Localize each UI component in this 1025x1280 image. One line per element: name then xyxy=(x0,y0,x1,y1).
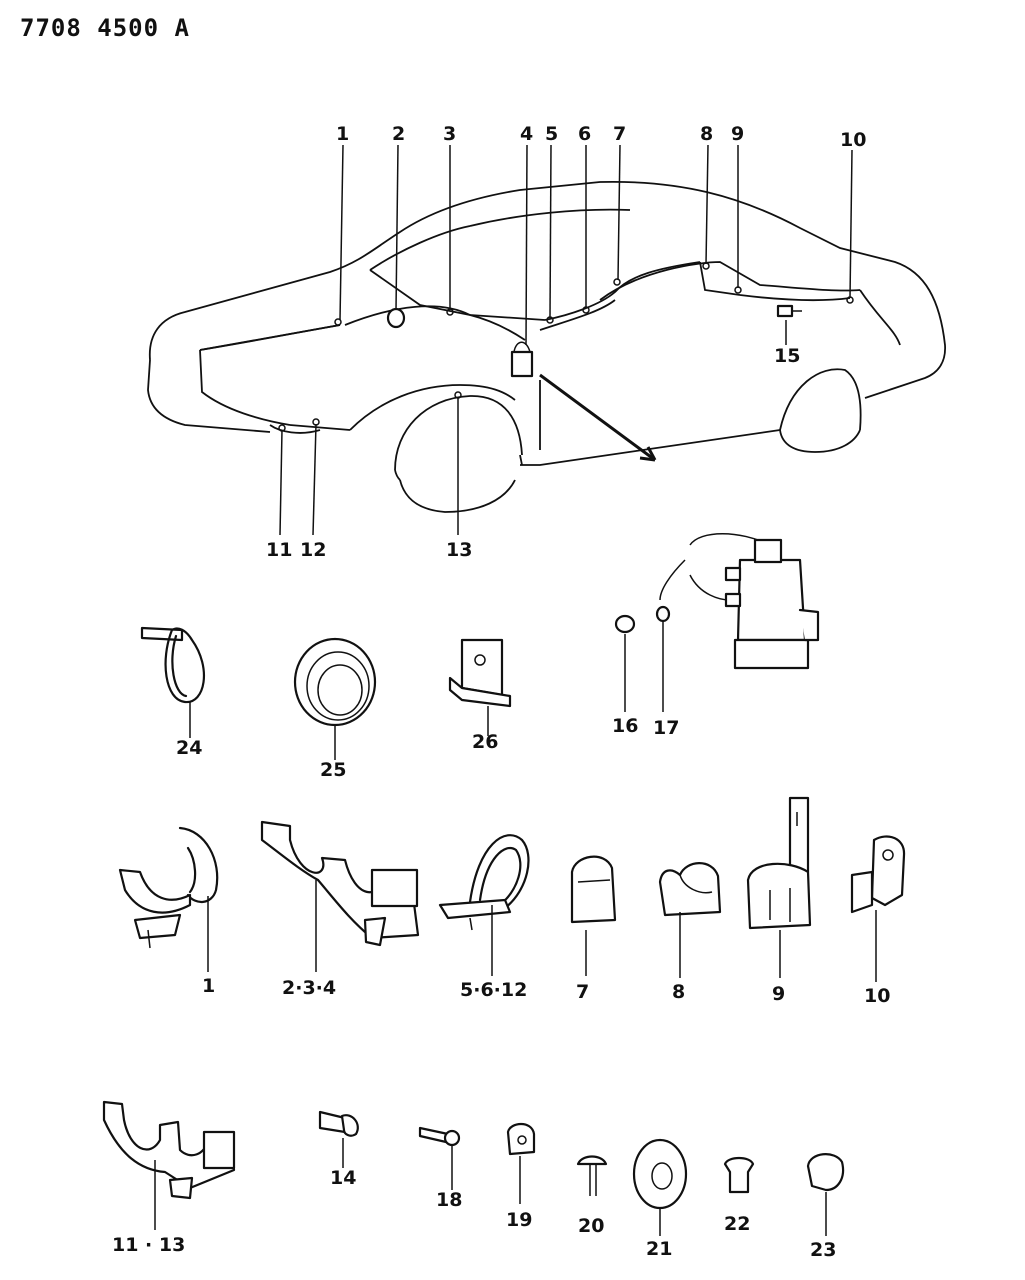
part-label-8: 8 xyxy=(672,981,685,1003)
part-label-25: 25 xyxy=(320,759,346,781)
part-label-20: 20 xyxy=(578,1215,604,1237)
part-21: 21 xyxy=(632,1138,688,1260)
part-label-5-6-12: 5·6·12 xyxy=(460,979,527,1001)
part-label-22: 22 xyxy=(724,1213,750,1235)
vehicle-outline xyxy=(147,180,946,513)
vehicle-callout-labels: 1 2 3 4 5 6 7 8 9 10 11 12 13 15 xyxy=(266,123,866,561)
part-label-26: 26 xyxy=(472,731,498,753)
callout-12: 12 xyxy=(300,539,326,561)
callout-7: 7 xyxy=(613,123,626,145)
part-7: 7 xyxy=(570,855,617,1003)
part-5-6-12: 5·6·12 xyxy=(438,834,530,1001)
coil-assembly: 16 17 xyxy=(612,533,820,739)
callout-9: 9 xyxy=(731,123,744,145)
callout-10: 10 xyxy=(840,129,866,151)
part-8: 8 xyxy=(658,862,722,1003)
callout-2: 2 xyxy=(392,123,405,145)
callout-3: 3 xyxy=(443,123,456,145)
callout-6: 6 xyxy=(578,123,591,145)
part-10: 10 xyxy=(850,835,906,1007)
part-18: 18 xyxy=(418,1126,462,1211)
part-label-10: 10 xyxy=(864,985,890,1007)
part-label-14: 14 xyxy=(330,1167,356,1189)
callout-4: 4 xyxy=(520,123,533,145)
callout-11: 11 xyxy=(266,539,292,561)
part-1: 1 xyxy=(118,826,219,997)
part-23: 23 xyxy=(806,1153,845,1261)
part-label-16: 16 xyxy=(612,715,638,737)
callout-13: 13 xyxy=(446,539,472,561)
callout-15: 15 xyxy=(774,345,800,367)
callout-5: 5 xyxy=(545,123,558,145)
part-label-17: 17 xyxy=(653,717,679,739)
part-26: 26 xyxy=(448,638,512,753)
part-label-18: 18 xyxy=(436,1189,462,1211)
part-9: 9 xyxy=(746,796,812,1005)
part-label-19: 19 xyxy=(506,1209,532,1231)
part-label-7: 7 xyxy=(576,981,589,1003)
part-label-21: 21 xyxy=(646,1238,672,1260)
part-label-24: 24 xyxy=(176,737,202,759)
callout-8: 8 xyxy=(700,123,713,145)
part-label-11-13: 11 · 13 xyxy=(112,1234,185,1256)
part-2-3-4: 2·3·4 xyxy=(260,820,420,999)
callout-1: 1 xyxy=(336,123,349,145)
part-20: 20 xyxy=(576,1155,608,1237)
part-label-2-3-4: 2·3·4 xyxy=(282,977,336,999)
part-label-1: 1 xyxy=(202,975,215,997)
part-label-9: 9 xyxy=(772,983,785,1005)
vehicle-leaders xyxy=(279,144,853,536)
part-14: 14 xyxy=(318,1110,359,1189)
part-24: 24 xyxy=(140,626,206,759)
part-19: 19 xyxy=(506,1122,536,1231)
part-22: 22 xyxy=(723,1156,755,1235)
part-label-23: 23 xyxy=(810,1239,836,1261)
document-code: 7708 4500 A xyxy=(20,14,190,42)
part-25: 25 xyxy=(293,637,377,781)
part-11-13: 11 · 13 xyxy=(102,1100,236,1256)
